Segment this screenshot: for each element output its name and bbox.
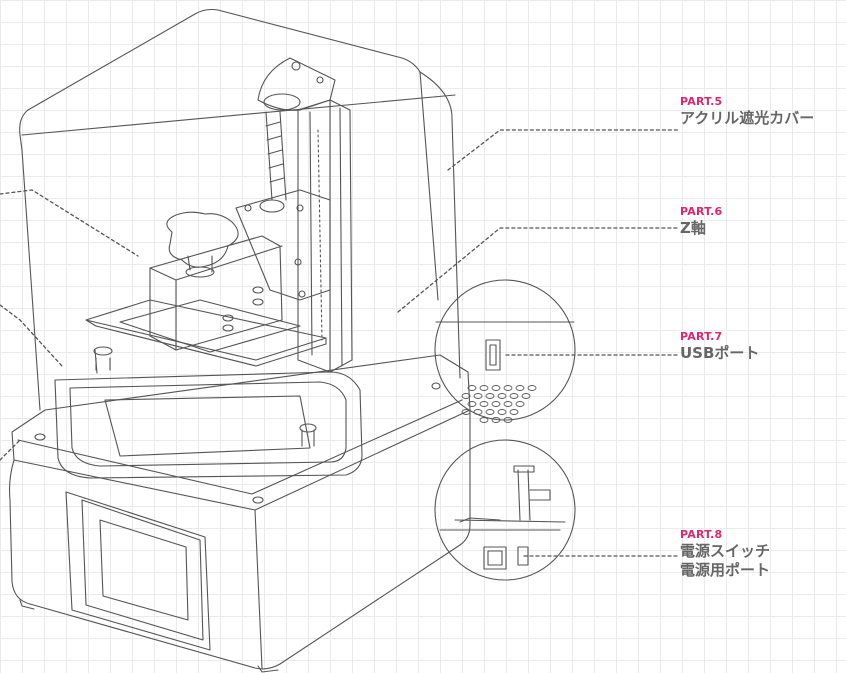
power-detail-circle [434, 439, 576, 581]
z-axis [235, 57, 353, 373]
power-switch-label: 電源スイッチ [680, 541, 771, 560]
callout-part5: PART.5 アクリル遮光カバー [680, 95, 814, 128]
printer-base [8, 354, 471, 673]
usb-port-label: USBポート [680, 343, 760, 362]
usb-detail-circle [434, 279, 576, 423]
acrylic-cover-label: アクリル遮光カバー [680, 108, 815, 127]
touch-screen [65, 491, 211, 651]
part6-tag: PART.6 [680, 205, 723, 218]
leader-lines [0, 129, 679, 557]
power-port-label: 電源用ポート [680, 560, 771, 579]
build-plate [85, 211, 327, 367]
part8-tag: PART.8 [680, 528, 723, 541]
z-axis-label: Z軸 [680, 218, 706, 237]
resin-vat [54, 346, 363, 479]
acrylic-cover [19, 8, 461, 411]
callout-part7: PART.7 USBポート [680, 330, 759, 363]
callout-part6: PART.6 Z軸 [680, 205, 722, 238]
callout-part8: PART.8 電源スイッチ 電源用ポート [680, 528, 770, 579]
part5-tag: PART.5 [680, 95, 723, 108]
part7-tag: PART.7 [680, 330, 723, 343]
